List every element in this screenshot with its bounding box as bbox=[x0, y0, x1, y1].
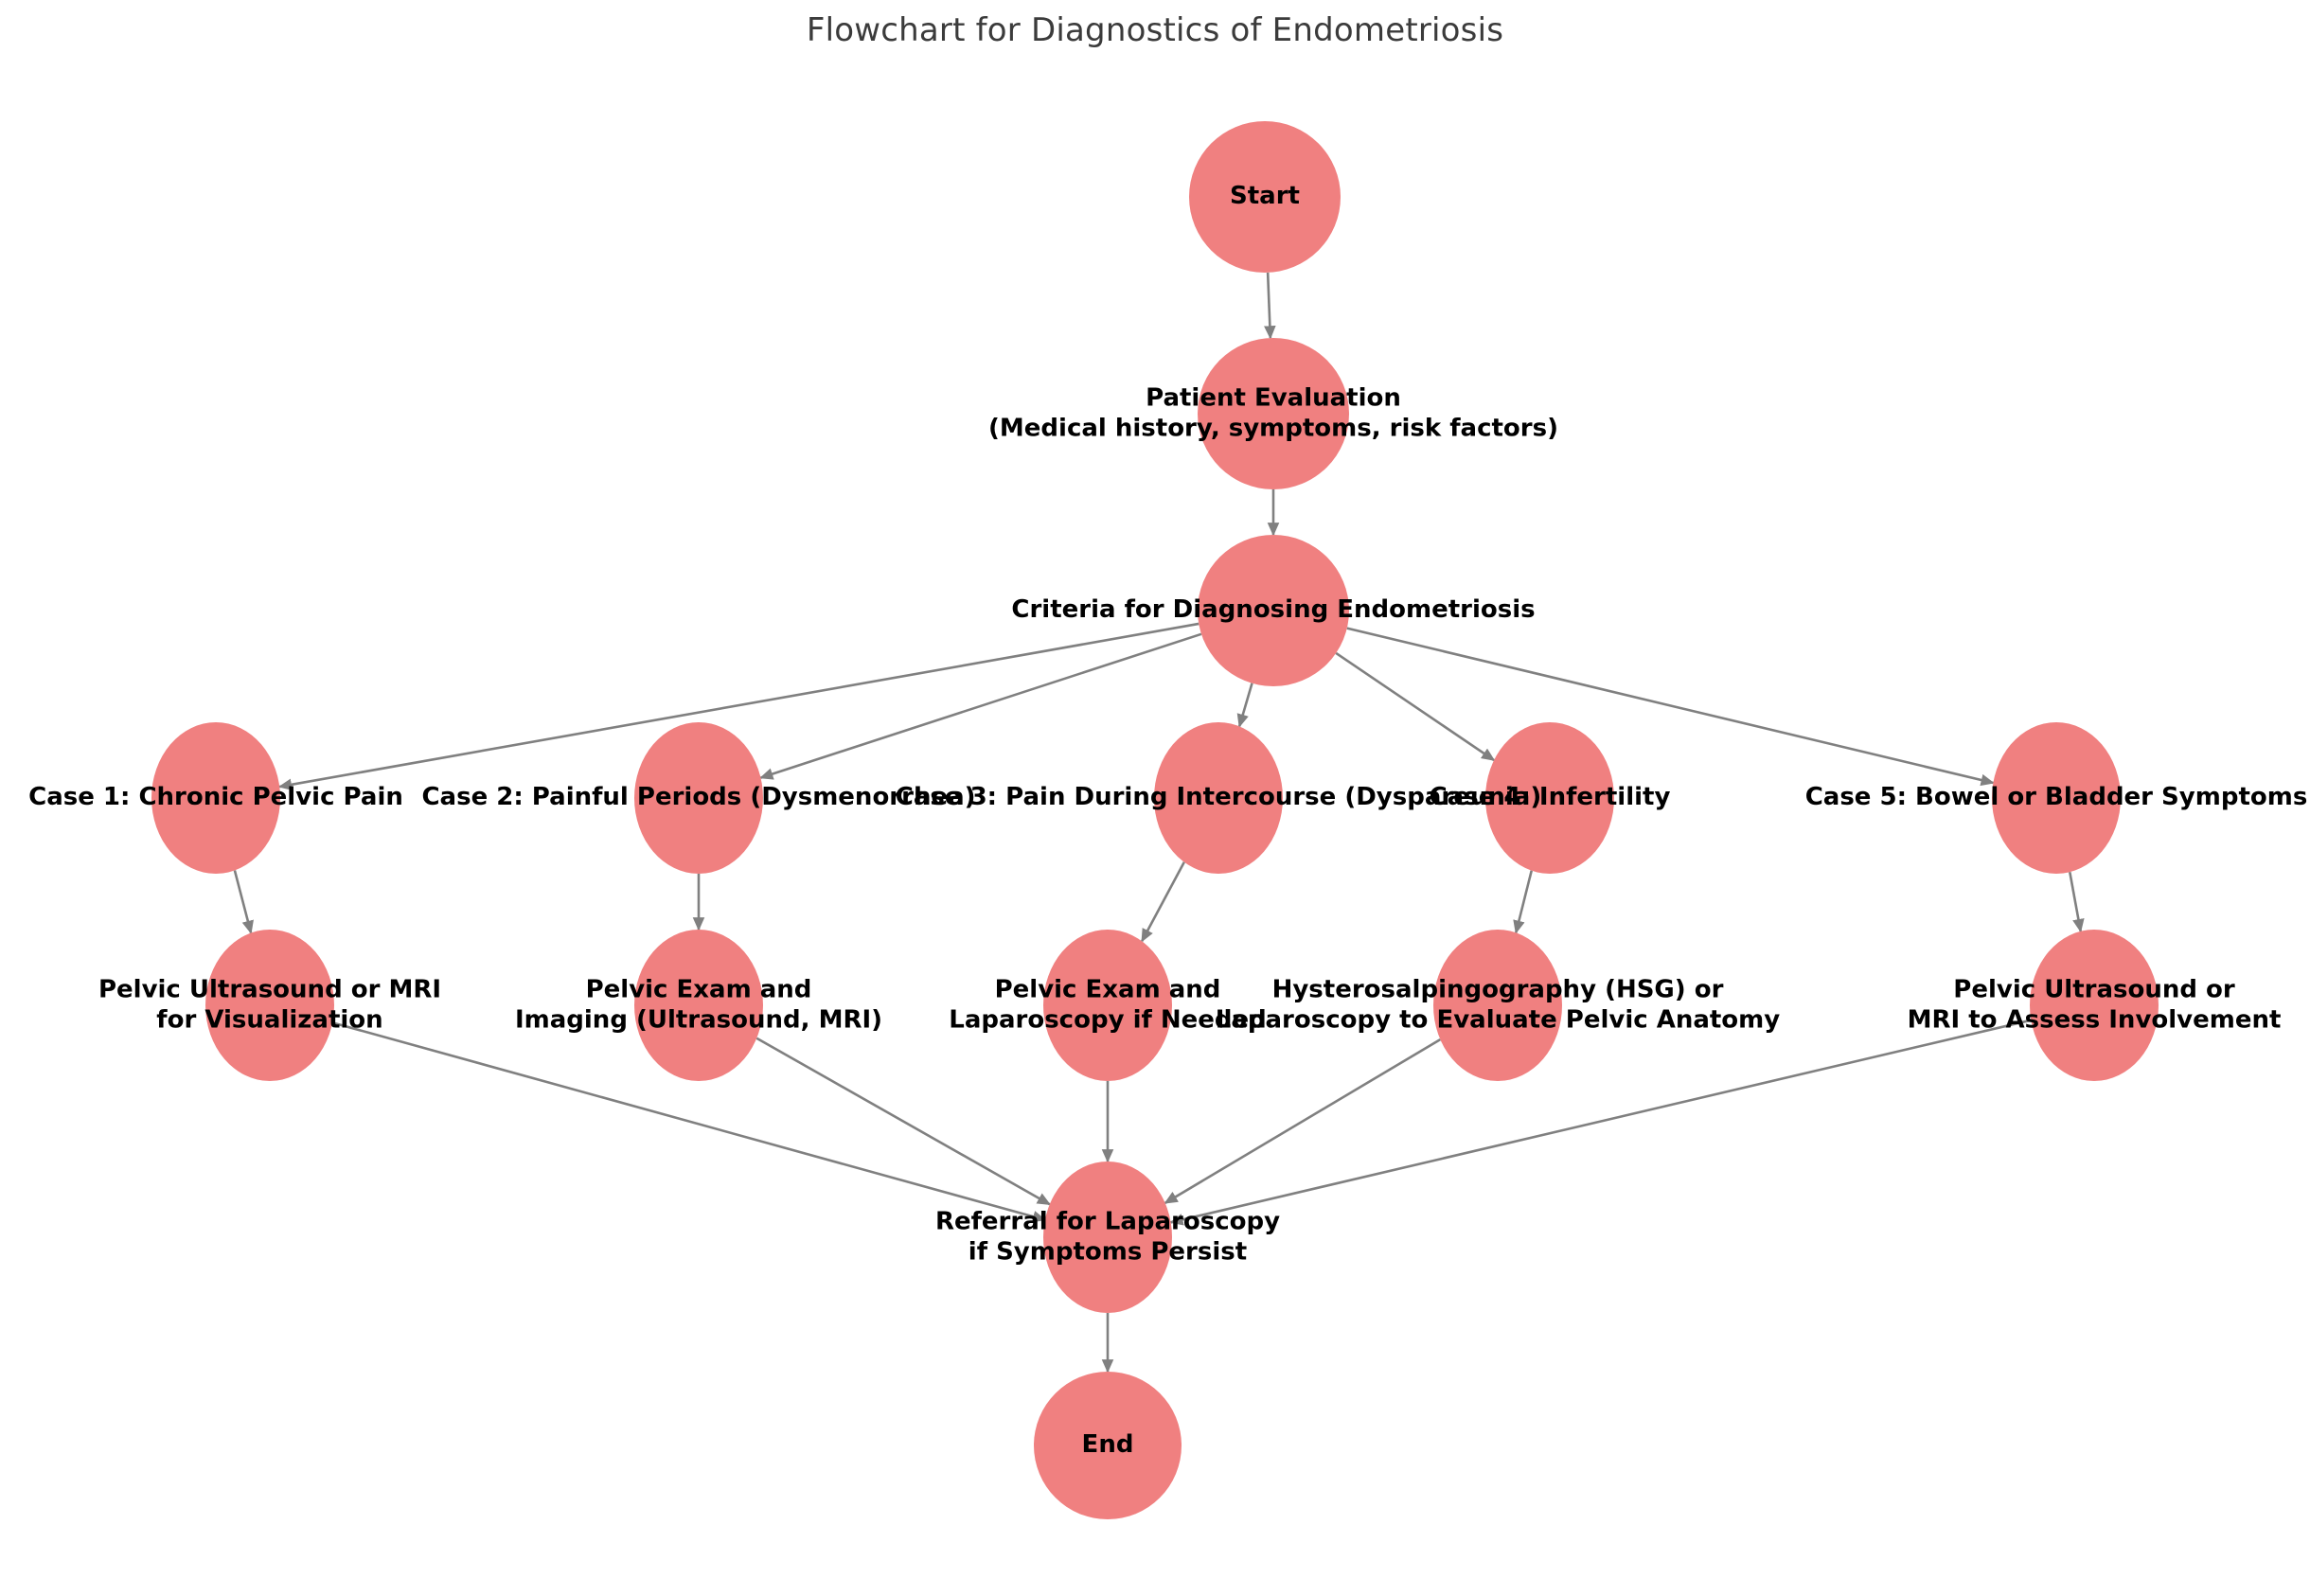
flow-edge-case3-to-test3 bbox=[1141, 861, 1185, 943]
flow-edge-test1-to-referral bbox=[331, 1021, 1047, 1223]
flow-edge-test4-to-referral bbox=[1164, 1037, 1441, 1205]
flow-edge-criteria-to-case4 bbox=[1335, 651, 1496, 762]
flow-edge-case4-to-test4 bbox=[1513, 870, 1533, 934]
flow-node-case3[interactable] bbox=[1154, 722, 1283, 874]
flow-edge-test5-to-referral bbox=[1169, 1019, 2032, 1226]
flow-node-referral[interactable] bbox=[1043, 1162, 1172, 1313]
flow-edge-criteria-to-case2 bbox=[759, 632, 1202, 780]
flow-node-test2[interactable] bbox=[634, 930, 763, 1081]
flow-node-test1[interactable] bbox=[205, 930, 334, 1081]
flow-edge-criteria-to-case1 bbox=[277, 622, 1199, 791]
flow-edge-case1-to-test1 bbox=[233, 870, 254, 934]
flow-node-end[interactable] bbox=[1034, 1372, 1182, 1519]
flow-node-case1[interactable] bbox=[151, 722, 280, 874]
flow-node-test4[interactable] bbox=[1433, 930, 1562, 1081]
flow-node-test5[interactable] bbox=[2030, 930, 2159, 1081]
flow-node-case2[interactable] bbox=[634, 722, 763, 874]
flow-edge-case5-to-test5 bbox=[2069, 871, 2085, 933]
flow-edge-criteria-to-case3 bbox=[1236, 683, 1253, 728]
flow-node-criteria[interactable] bbox=[1198, 535, 1349, 686]
page-title: Flowchart for Diagnostics of Endometrios… bbox=[806, 11, 1504, 49]
flow-node-start[interactable] bbox=[1189, 121, 1341, 273]
flow-edge-test2-to-referral bbox=[755, 1037, 1051, 1206]
flow-node-patient_evaluation[interactable] bbox=[1198, 338, 1349, 489]
flow-node-case5[interactable] bbox=[1992, 722, 2121, 874]
flow-node-case4[interactable] bbox=[1485, 722, 1614, 874]
flow-node-test3[interactable] bbox=[1043, 930, 1172, 1081]
flow-edge-criteria-to-case5 bbox=[1346, 627, 1995, 787]
flow-edge-start-to-patient_evaluation bbox=[1264, 272, 1276, 340]
